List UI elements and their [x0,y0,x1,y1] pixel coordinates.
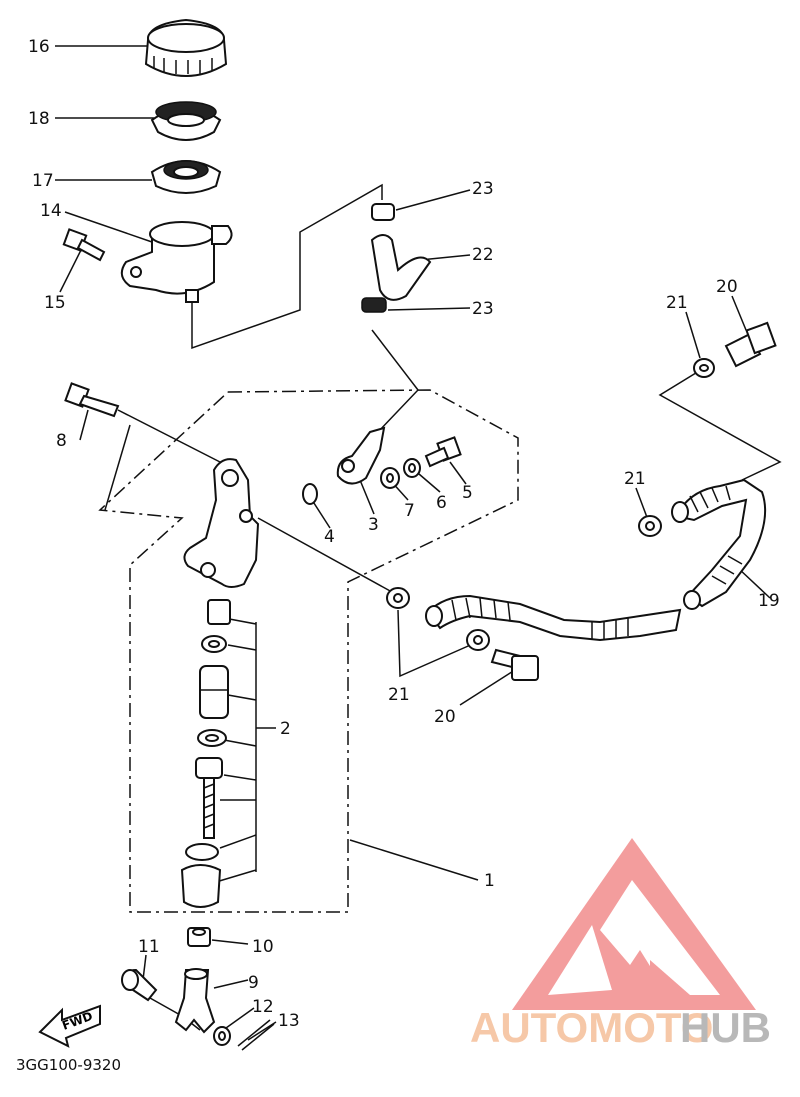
callout-1: 1 [484,871,495,891]
callout-15: 15 [44,293,66,313]
callout-9: 9 [248,973,259,993]
callout-19: 19 [758,591,780,611]
washer-21-mid [466,629,490,651]
callout-18: 18 [28,109,50,129]
hose-clamp-top [371,203,395,221]
union-bolt-20-top [724,321,777,368]
master-cylinder-body [183,458,260,588]
diagram-code: 3GG100-9320 [16,1056,121,1074]
watermark-text-2: HUB [680,1004,771,1051]
clevis [174,968,216,1034]
reservoir-hose [370,234,432,301]
assembly-outline [98,389,519,913]
brake-hose [425,478,767,642]
washer-12 [213,1026,231,1046]
callout-2: 2 [280,719,291,739]
reservoir-diaphragm [150,160,222,194]
callout-12: 12 [252,997,274,1017]
callout-23-top: 23 [472,179,494,199]
callout-labels: 16 18 17 14 15 8 23 22 23 21 20 21 4 3 7… [28,37,780,1031]
fwd-arrow-icon [38,1004,101,1048]
hose-clamp-bottom [361,297,387,313]
piston-kit [180,599,231,908]
mounting-bolt-8 [64,382,120,418]
o-ring [302,483,318,505]
washer-21-left [386,587,410,609]
callout-3: 3 [368,515,379,535]
clevis-pin [121,968,158,1002]
reservoir-cap [144,18,228,78]
callout-20-top: 20 [716,277,738,297]
callout-14: 14 [40,201,62,221]
callout-22: 22 [472,245,494,265]
watermark-text-1: AUTOMOTO [470,1004,713,1051]
washer-6 [403,458,421,478]
callout-10: 10 [252,937,274,957]
callout-21-right: 21 [624,469,646,489]
reservoir-tank [120,221,233,303]
callout-21-bottom: 21 [388,685,410,705]
callout-11: 11 [138,937,160,957]
hose-joint [336,426,386,485]
callout-20-bottom: 20 [434,707,456,727]
callout-8: 8 [56,431,67,451]
callout-21-top: 21 [666,293,688,313]
reservoir-screw [62,228,106,262]
callout-5: 5 [462,483,473,503]
reservoir-plate [150,101,222,141]
union-bolt-20-bottom [490,648,539,681]
washer-21-right [638,515,662,537]
joint-screw [424,436,462,468]
callout-13: 13 [278,1011,300,1031]
callout-4: 4 [324,527,335,547]
callout-23-bottom: 23 [472,299,494,319]
washer-7 [380,467,400,489]
callout-7: 7 [404,501,415,521]
callout-6: 6 [436,493,447,513]
callout-17: 17 [32,171,54,191]
cotter-pin [237,1019,275,1051]
locknut [187,927,211,947]
watermark-logo [512,838,756,1010]
leader-lines [55,45,782,1041]
callout-16: 16 [28,37,50,57]
washer-21-top [693,358,715,378]
